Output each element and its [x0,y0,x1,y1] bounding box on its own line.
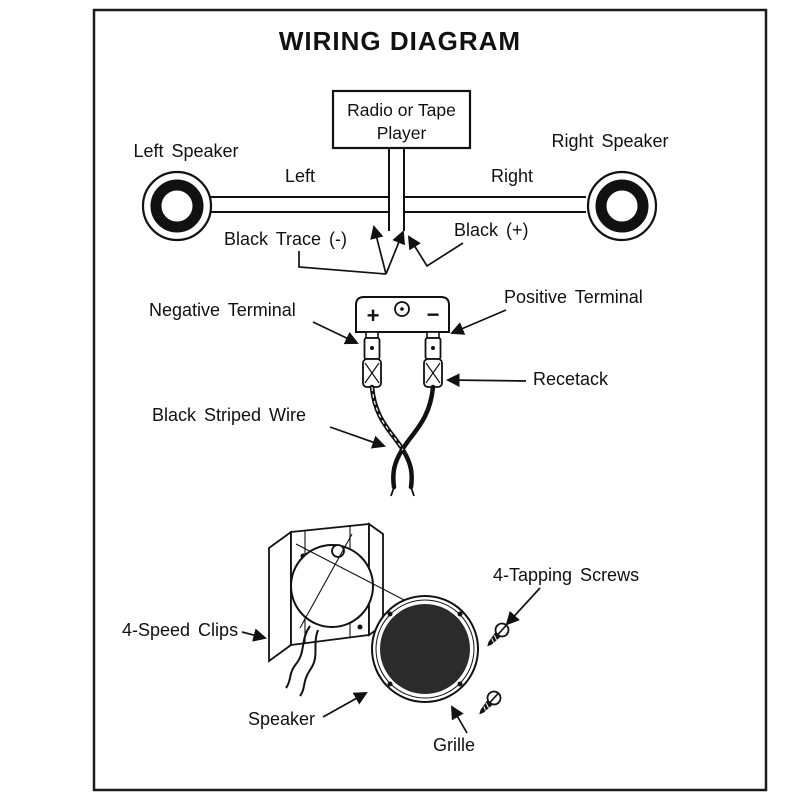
speed-clips-label: 4-Speed Clips [122,620,239,640]
page-title: WIRING DIAGRAM [278,26,522,56]
right-speaker-label: Right Speaker [551,131,669,151]
plus-symbol: + [366,303,380,328]
tapping-screw-icon [479,690,502,715]
grille-disc [371,595,479,703]
left-speaker-icon [141,170,213,242]
left-speaker-label: Left Speaker [133,141,239,161]
crossed-wires [369,384,436,497]
tapping-screw-icon [487,622,510,647]
grille-label: Grille [433,735,476,755]
right-channel-label: Right [490,166,534,186]
black-plus-label: Black (+) [454,220,529,240]
connector-plug [355,296,450,333]
page-border [92,8,768,792]
tapping-screws-label: 4-Tapping Screws [493,565,640,585]
installation-leaders [241,587,541,734]
speaker-label: Speaker [248,709,316,729]
minus-symbol: − [426,302,440,327]
radio-box-label-line1: Radio or Tape [347,100,456,120]
receptacle-label: Recetack [533,369,609,389]
positive-terminal-label: Positive Terminal [504,287,643,307]
black-trace-leader [298,225,405,275]
speaker-wires [210,148,586,231]
right-speaker-icon [586,170,658,242]
negative-terminal-label: Negative Terminal [149,300,296,320]
black-plus-leader [407,235,464,268]
positive-terminal-lug [423,331,443,388]
radio-box [331,89,472,150]
negative-terminal-lug [362,331,382,388]
radio-box-label-line2: Player [376,123,427,143]
terminal-leaders [312,309,527,449]
black-trace-label: Black Trace (-) [224,229,348,249]
left-channel-label: Left [284,166,316,186]
radio-box-label: Radio or Tape Player [333,99,470,145]
black-striped-wire-label: Black Striped Wire [152,405,307,425]
speaker-unit [285,533,463,697]
